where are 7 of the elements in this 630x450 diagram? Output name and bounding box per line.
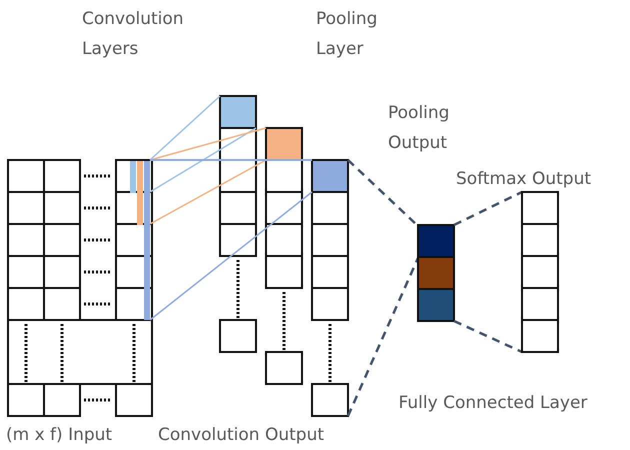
layer-label: Pooling Output: [388, 102, 450, 155]
layer-label: Convolution Layers: [82, 8, 185, 61]
layer-label: Fully Connected Layer: [398, 392, 588, 415]
layer-label: Convolution Output: [158, 424, 326, 447]
layer-label: (m x f) Input: [6, 424, 114, 447]
layer-label: Pooling Layer: [316, 8, 378, 61]
layer-label: Softmax Output: [456, 168, 592, 191]
